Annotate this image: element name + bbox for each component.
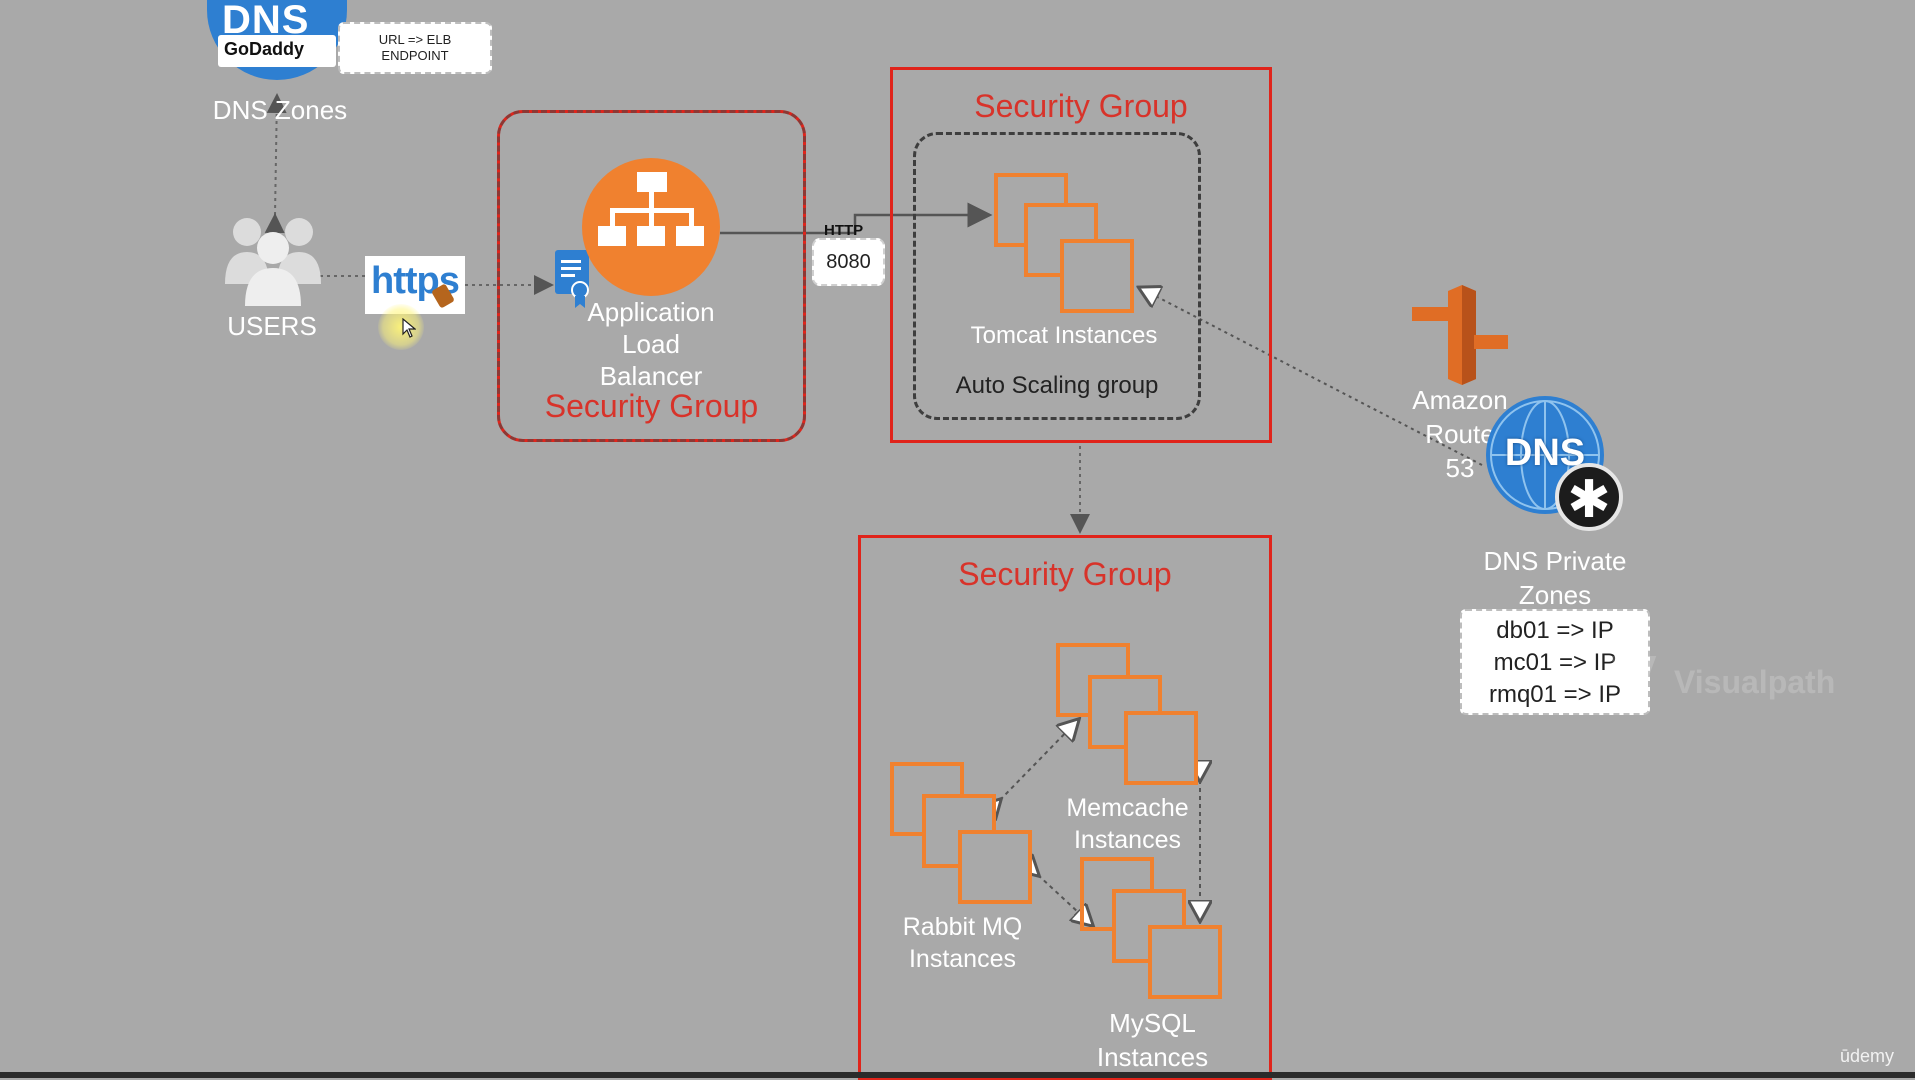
url-note-line1: URL => ELB	[378, 32, 452, 47]
rabbit-memcache-connector	[1000, 720, 1078, 800]
certificate-icon	[555, 250, 593, 308]
users-label: USERS	[227, 311, 317, 341]
asterisk-badge-icon: ✱	[1555, 463, 1623, 531]
load-balancer-icon	[582, 158, 720, 296]
tomcat-instances-icon	[994, 173, 1136, 315]
users-group-icon	[219, 214, 327, 306]
alb-label: Application Load Balancer	[560, 296, 742, 392]
dns-users-connector	[264, 93, 287, 234]
tomcat-security-group-box	[890, 67, 1272, 443]
dns-record-rmq01: rmq01 => IP	[1488, 681, 1622, 708]
dns-record-db01: db01 => IP	[1496, 617, 1614, 644]
route53-label: Amazon Route 53	[1390, 383, 1530, 485]
memcache-label-line2: Instances	[1073, 826, 1181, 854]
url-elb-note: URL => ELB ENDPOINT	[338, 22, 492, 74]
godaddy-logo: GoDaddy	[218, 35, 336, 67]
tomcat-instances-label: Tomcat Instances	[970, 322, 1158, 349]
dns-records-note: db01 => IP mc01 => IP rmq01 => IP	[1460, 609, 1650, 715]
port-text: 8080	[826, 251, 871, 273]
rabbitmq-label-line2: Instances	[908, 945, 1016, 973]
auto-scaling-group-box	[913, 132, 1201, 420]
mouse-cursor-highlight	[378, 304, 424, 350]
route53-icon	[1410, 285, 1510, 385]
auto-scaling-group-label: Auto Scaling group	[955, 372, 1159, 399]
alb-security-group-title: Security Group	[544, 388, 759, 424]
mouse-pointer-icon	[402, 317, 417, 343]
memcache-label: Memcache Instances	[1040, 792, 1215, 856]
rabbitmq-label-line1: Rabbit MQ	[902, 913, 1023, 941]
mysql-label-line2: Instances	[1096, 1042, 1209, 1072]
alb-label-line3: Balancer	[599, 361, 703, 391]
route53-label-line2: Route	[1425, 419, 1495, 449]
udemy-logo: ūdemy	[1840, 1046, 1895, 1066]
backend-security-group-title: Security Group	[958, 556, 1172, 592]
mysql-label-line1: MySQL	[1109, 1008, 1196, 1038]
route53-label-line3: 53	[1445, 453, 1475, 483]
dns-zones-label: DNS Zones	[212, 95, 348, 125]
dns-record-mc01: mc01 => IP	[1493, 649, 1617, 676]
route53-label-line1: Amazon	[1412, 385, 1508, 415]
alb-label-line2: Load	[622, 329, 680, 359]
godaddy-text: GoDaddy	[224, 39, 305, 59]
dns-private-zones-label: DNS Private Zones	[1455, 544, 1655, 612]
watermark-v-icon: V	[1610, 641, 1657, 719]
watermark-text: Visualpath	[1674, 664, 1836, 700]
mysql-instances-icon	[1080, 857, 1224, 1001]
memcache-label-line1: Memcache	[1066, 794, 1189, 822]
rabbitmq-label: Rabbit MQ Instances	[875, 911, 1050, 975]
alb-label-line1: Application	[587, 297, 715, 327]
port-8080-note: 8080	[812, 238, 885, 286]
rabbitmq-instances-icon	[890, 762, 1034, 906]
alb-tomcat-connector	[720, 202, 993, 235]
video-bottom-bar	[0, 1072, 1915, 1078]
https-badge: https	[365, 256, 465, 314]
alb-security-group-box	[497, 110, 806, 442]
dns-private-label-line1: DNS Private	[1483, 546, 1627, 576]
mysql-label: MySQL Instances	[1065, 1006, 1240, 1074]
http-protocol-label: HTTP	[824, 222, 864, 239]
alb-sg-dash-overlay	[497, 110, 806, 442]
tomcat-security-group-title: Security Group	[974, 88, 1188, 124]
visualpath-watermark: V Visualpath	[1610, 640, 1840, 720]
route53-tomcat-connector	[1140, 288, 1483, 466]
url-note-line2: ENDPOINT	[381, 48, 449, 63]
dns-private-label-line2: Zones	[1518, 580, 1592, 610]
memcache-instances-icon	[1056, 643, 1200, 787]
